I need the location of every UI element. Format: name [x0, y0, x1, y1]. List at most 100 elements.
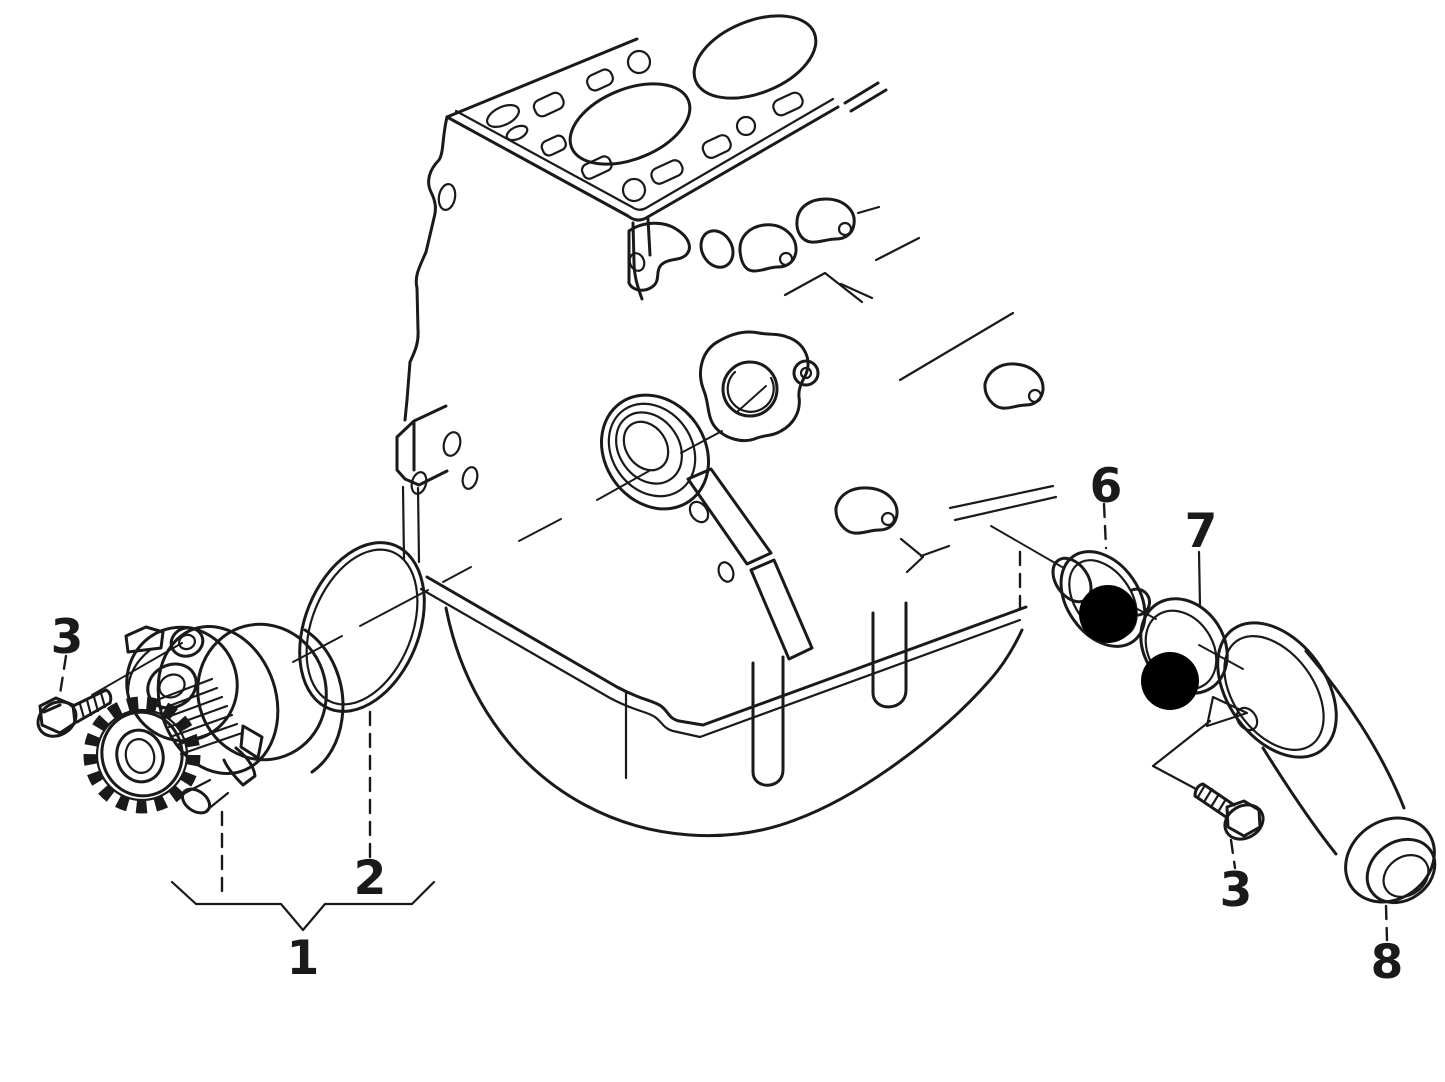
seal-ring-outer [298, 541, 426, 713]
callout-2: 2 [354, 851, 387, 906]
block-side-hole [442, 431, 462, 457]
callout-3-left: 3 [51, 610, 84, 665]
gear-side-hatch [155, 677, 244, 756]
assembly-axis-left [292, 385, 767, 663]
water-jacket-cutout [627, 221, 691, 292]
face-oval-boss [699, 229, 735, 269]
deck-hole [621, 177, 647, 203]
pipe-tube-lower [1261, 746, 1338, 856]
bolt-threads [78, 691, 107, 720]
deck-hole [532, 91, 565, 118]
deck-front-edge-inner [454, 97, 835, 211]
deck-hole [580, 155, 613, 180]
pump-mount-boss [699, 330, 820, 442]
callout-7: 7 [1185, 504, 1218, 559]
pump-foot [222, 724, 264, 787]
thermostat-redaction-dot [1079, 585, 1137, 643]
seal-dome [600, 393, 710, 524]
bolt-axis-line [91, 642, 183, 696]
pump-stub [180, 787, 212, 815]
boss-ear-hole [799, 366, 813, 380]
deck-hole [772, 91, 804, 117]
bolt-hex-head [38, 696, 77, 735]
oil-pan-flange-inner [419, 587, 1022, 739]
boss-hole [837, 221, 853, 237]
boss-teardrop [834, 486, 899, 535]
block-side-hole [437, 183, 457, 211]
gear-hub-bore [124, 738, 156, 774]
deck-hole [486, 104, 520, 128]
bolt-flange [1223, 803, 1265, 841]
pump-rear-disc [196, 622, 328, 762]
callout-8-dash [1384, 904, 1389, 942]
pump-gear [83, 677, 244, 814]
seal-dome-rib [607, 402, 697, 498]
oil-pan-flange-outer [425, 575, 1028, 727]
deck-edge-continuation [843, 81, 888, 113]
thermostat [1051, 550, 1151, 648]
pump-bore-depth [726, 370, 775, 413]
deck-hole [735, 115, 757, 137]
engine-block [395, 14, 1058, 838]
callout-7-leader [1197, 550, 1202, 608]
pipe-flange-inner [1223, 635, 1325, 751]
block-window [749, 558, 814, 661]
front-corner-edge [631, 217, 652, 301]
seal-dome-outline [600, 393, 710, 511]
deck-hole [505, 124, 529, 142]
seal-dome-rib [615, 411, 683, 485]
pump-rear-rim [303, 628, 345, 774]
callout-1: 1 [287, 931, 320, 986]
deck-hole [586, 68, 614, 92]
callout-6: 6 [1090, 459, 1123, 514]
callout-3-right-dash [1229, 838, 1237, 870]
pipe-tube-upper [1304, 649, 1406, 810]
block-side-hole [461, 466, 479, 490]
v-leader [1151, 719, 1212, 791]
pipe-end-face [1365, 837, 1437, 905]
bolt-right [1193, 782, 1265, 841]
seal-dome-ear [688, 500, 710, 524]
seal-ring-inner [305, 548, 419, 706]
boss-hole [1027, 388, 1043, 404]
block-left-bracket [395, 404, 449, 487]
deck-hole [540, 134, 567, 157]
boss-hole [880, 511, 896, 527]
pump-housing-rib [126, 648, 152, 694]
water-pipe [1216, 621, 1437, 905]
pump-ear [169, 626, 205, 658]
boss-ear [792, 359, 820, 387]
pump-bore [721, 360, 779, 418]
block-window [686, 467, 773, 566]
callout-6-dash [1102, 502, 1108, 550]
cylinder-bore-1 [568, 82, 692, 166]
callout-3-left-dash [58, 654, 68, 696]
bolt-hex-head [1225, 799, 1262, 838]
callout-8: 8 [1371, 935, 1404, 990]
pump-bolt-boss-hole [158, 673, 186, 699]
oil-pan-bowl [444, 606, 1024, 838]
o-ring [1139, 597, 1229, 710]
sketch-strokes [783, 205, 1015, 382]
block-lower-right-edge [899, 484, 1058, 574]
boss-hole [778, 251, 794, 267]
block-left-column-lines [401, 485, 421, 564]
bolt-threads [1196, 783, 1228, 814]
deck-hole [626, 49, 652, 75]
pump-boss-outline [699, 330, 810, 442]
oil-pan-slot [751, 655, 785, 787]
oil-pan-slot [871, 601, 908, 709]
callout-3-right: 3 [1220, 863, 1253, 918]
thermostat-flange-outer [1059, 550, 1147, 648]
pump-lug [124, 625, 165, 654]
pipe-opening [1382, 854, 1430, 898]
gear-root [95, 708, 189, 802]
o-ring-redaction-dot [1141, 652, 1199, 710]
seal-ring [298, 541, 426, 713]
seal-dome-rib [622, 420, 670, 472]
pump-stub-sides [183, 778, 230, 812]
deck-front-edge-outer [445, 105, 840, 222]
deck-hole [650, 159, 684, 185]
